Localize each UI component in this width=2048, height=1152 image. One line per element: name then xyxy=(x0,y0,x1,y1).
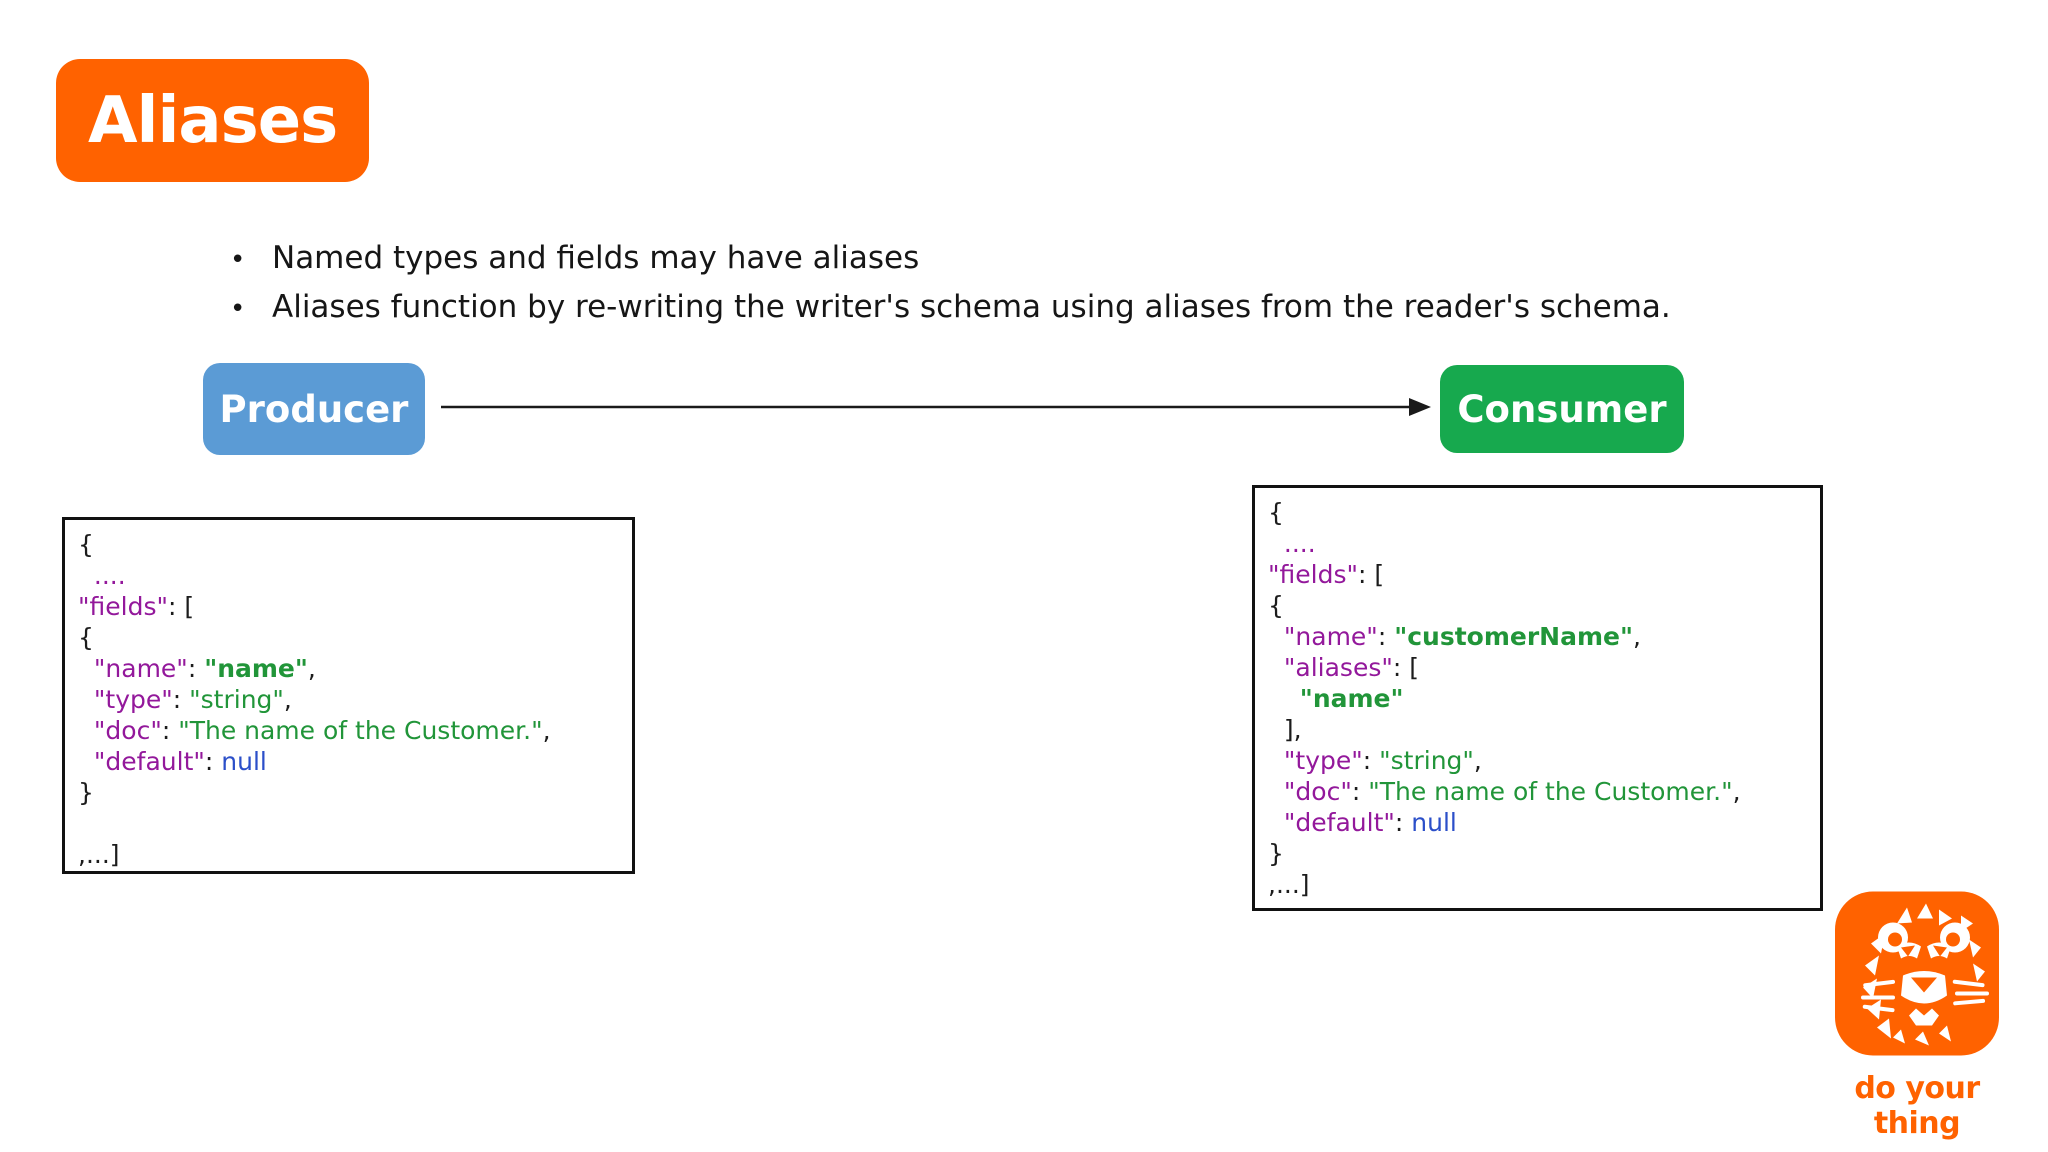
title-badge: Aliases xyxy=(56,59,370,182)
code-line: { xyxy=(1268,591,1284,620)
ing-lion-logo xyxy=(1835,891,1999,1056)
code-line: ,...] xyxy=(1268,870,1310,899)
bullet-dot: • xyxy=(230,294,246,324)
code-line xyxy=(78,808,619,839)
producer-to-consumer-arrow xyxy=(441,398,1431,416)
bullet-dot: • xyxy=(230,245,246,275)
code-line: "type": "string", xyxy=(1283,746,1482,775)
bullet-text: Named types and fields may have aliases xyxy=(272,240,920,276)
bullet-text: Aliases function by re-writing the write… xyxy=(272,289,1671,325)
bullet-item: • Named types and fields may have aliase… xyxy=(224,235,1671,284)
brand-tagline: do your thing xyxy=(1854,1071,1980,1141)
code-line: .... xyxy=(78,561,126,590)
code-line: "doc": "The name of the Customer.", xyxy=(93,716,551,745)
slide-title: Aliases xyxy=(88,83,338,158)
code-line: } xyxy=(1268,839,1284,868)
code-line: { xyxy=(78,623,94,652)
producer-schema-code: { ...."fields": [{ "name": "name", "type… xyxy=(62,517,635,874)
code-line: "fields": [ xyxy=(1268,560,1385,589)
code-line: "name" xyxy=(1299,684,1404,713)
producer-label: Producer xyxy=(219,387,409,431)
bullet-list: • Named types and fields may have aliase… xyxy=(224,235,1671,333)
code-line: ], xyxy=(1268,715,1302,744)
code-line: "aliases": [ xyxy=(1283,653,1419,682)
code-line: "default": null xyxy=(93,747,267,776)
code-line: "fields": [ xyxy=(78,592,195,621)
consumer-box-label: Consumer xyxy=(1440,365,1684,453)
code-line: ,...] xyxy=(78,840,120,869)
code-line: { xyxy=(1268,498,1284,527)
consumer-schema-code: { ...."fields": [{ "name": "customerName… xyxy=(1252,485,1823,911)
code-line: "name": "customerName", xyxy=(1283,622,1641,651)
code-line: .... xyxy=(1268,529,1316,558)
bullet-item: • Aliases function by re-writing the wri… xyxy=(224,284,1671,333)
code-line: "default": null xyxy=(1283,808,1457,837)
brand-block: do your thing xyxy=(1835,890,1999,1141)
code-line: } xyxy=(78,778,94,807)
code-line: "type": "string", xyxy=(93,685,292,714)
code-line: { xyxy=(78,530,94,559)
code-line: "doc": "The name of the Customer.", xyxy=(1283,777,1741,806)
producer-box-label: Producer xyxy=(203,363,425,455)
code-line: "name": "name", xyxy=(93,654,316,683)
consumer-label: Consumer xyxy=(1457,387,1667,431)
